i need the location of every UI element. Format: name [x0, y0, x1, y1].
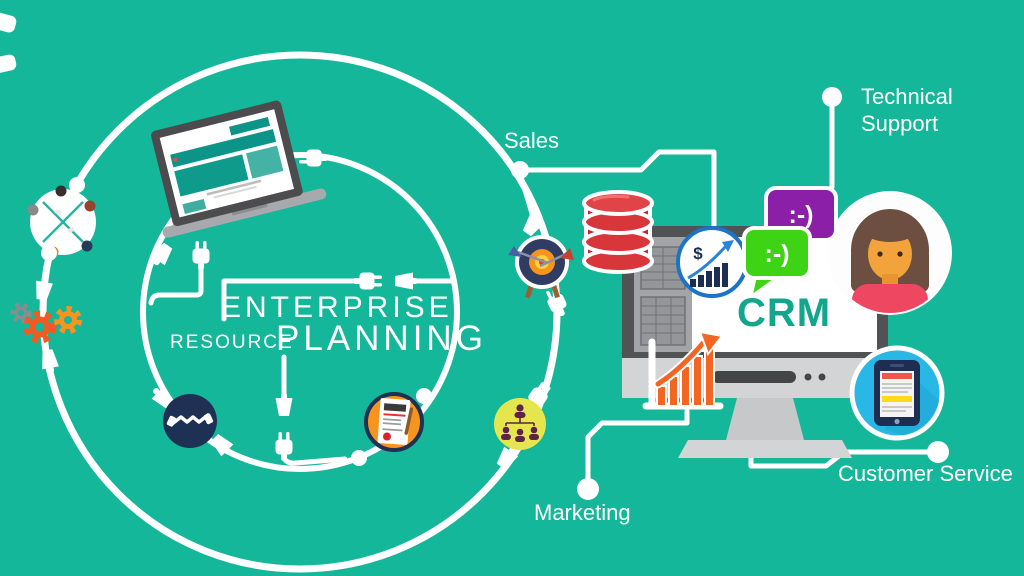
node-dot — [351, 450, 367, 466]
green-emoticon: :-) — [765, 240, 790, 268]
laptop-icon — [151, 100, 327, 238]
node-dot — [69, 177, 85, 193]
dollar-growth-icon: $ — [676, 226, 748, 298]
gears-icon — [10, 302, 82, 344]
marketing-line — [585, 408, 690, 490]
socket-icon — [275, 393, 293, 416]
socket-icon — [39, 348, 60, 375]
node-dot — [822, 87, 842, 107]
gear-icon — [10, 302, 32, 324]
contract-icon — [364, 392, 424, 452]
avatar-face — [868, 228, 912, 280]
callout-lines — [148, 104, 930, 490]
database-icon — [582, 190, 654, 274]
outer-circle — [39, 51, 561, 573]
monitor-stand — [726, 398, 804, 440]
node-dot — [511, 161, 529, 179]
round-table-icon — [27, 185, 96, 258]
monitor-base — [678, 440, 852, 458]
marketing-label: Marketing — [534, 500, 631, 525]
laptop-cord — [148, 260, 204, 306]
handshake-icon — [163, 394, 217, 448]
dartboard-icon — [508, 235, 574, 299]
erp-word-enterprise: ENTERPRISE — [221, 291, 453, 324]
node-dots — [41, 87, 949, 500]
technical-support-label: Technical Support — [861, 84, 953, 136]
customer-service-line — [748, 442, 930, 469]
customer-service-label: Customer Service — [838, 461, 1013, 486]
dollar-sign: $ — [693, 244, 703, 263]
purple-emoticon: :-) — [789, 201, 814, 229]
erp-word-planning: PLANNING — [276, 319, 487, 358]
smartphone-icon — [849, 345, 945, 441]
speaker-bar — [712, 371, 796, 383]
socket-icon — [395, 272, 418, 290]
sales-dart-cord — [518, 174, 537, 223]
edge-plug-fragment — [0, 54, 17, 74]
org-chart-icon — [494, 398, 546, 450]
sales-label: Sales — [504, 128, 560, 153]
enterprise-line-left — [221, 278, 361, 322]
bar-chart-growth-icon — [642, 330, 724, 410]
chat-bubble-icon: :-) — [742, 226, 812, 300]
plug-icon — [275, 432, 293, 461]
node-dot — [416, 388, 432, 404]
avatar-shirt — [852, 284, 928, 313]
plug-icon — [192, 241, 210, 270]
sales-line — [517, 149, 717, 230]
support-agent-icon — [828, 191, 952, 315]
plug-connectors — [0, 12, 571, 472]
node-dot — [41, 245, 57, 261]
crm-title: CRM — [737, 291, 832, 335]
node-dot — [577, 478, 599, 500]
gear-icon — [23, 310, 57, 344]
erp-word-resource: RESOURCE — [170, 332, 294, 353]
spreadsheet-icon — [640, 296, 686, 346]
gear-icon — [54, 306, 82, 334]
plug-icon — [353, 272, 382, 290]
node-dot — [927, 441, 949, 463]
edge-plug-fragment — [0, 12, 17, 33]
socket-icon — [33, 275, 54, 302]
